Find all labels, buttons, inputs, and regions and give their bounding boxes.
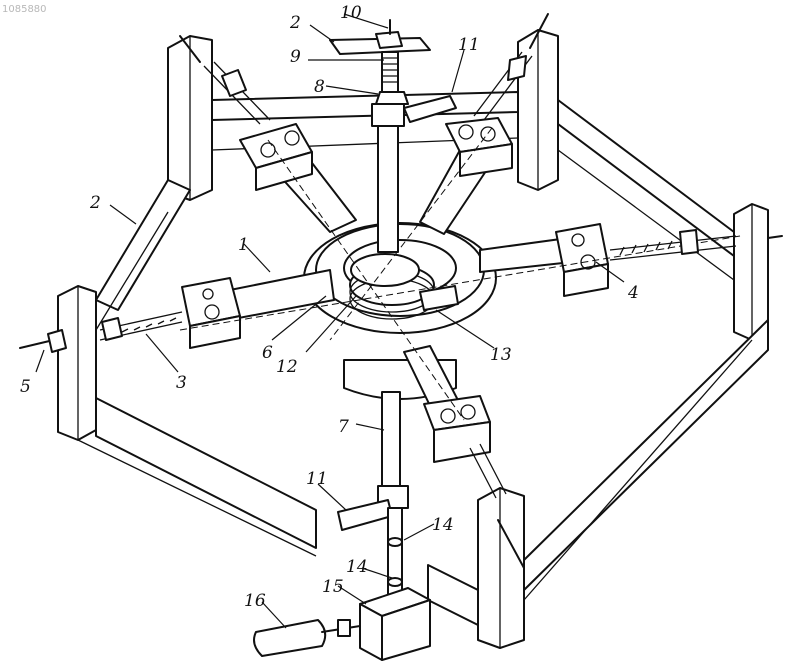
callout-arm: 1: [238, 235, 249, 255]
callout-thread: 9: [290, 47, 301, 67]
callout-hub: 12: [276, 357, 298, 377]
frame: [58, 30, 768, 648]
reference-number: 1085880: [2, 4, 47, 15]
callout-frame: 2: [89, 193, 101, 213]
callout-pin-upper: 14: [432, 515, 454, 535]
clamp-block: [424, 396, 490, 462]
callout-motor: 16: [244, 591, 266, 611]
clamp-block: [556, 224, 608, 296]
callout-pin-lower: 14: [346, 557, 368, 577]
callout-top-plate: 2: [289, 13, 301, 33]
callout-fork: 8: [314, 77, 325, 97]
callout-clamp: 4: [627, 283, 639, 303]
callout-nut: 10: [340, 3, 362, 23]
callout-ring: 6: [262, 343, 273, 363]
hub: [304, 223, 496, 399]
callout-gearbox: 15: [322, 577, 344, 597]
callout-screw-end: 5: [20, 377, 31, 397]
callout-lower-shaft: 7: [338, 417, 349, 437]
clamp-block: [182, 278, 240, 348]
callout-upper-bracket: 11: [458, 35, 480, 55]
callout-key: 13: [490, 345, 512, 365]
callout-lead-screw: 3: [176, 373, 187, 393]
callout-lower-bracket: 11: [306, 469, 328, 489]
